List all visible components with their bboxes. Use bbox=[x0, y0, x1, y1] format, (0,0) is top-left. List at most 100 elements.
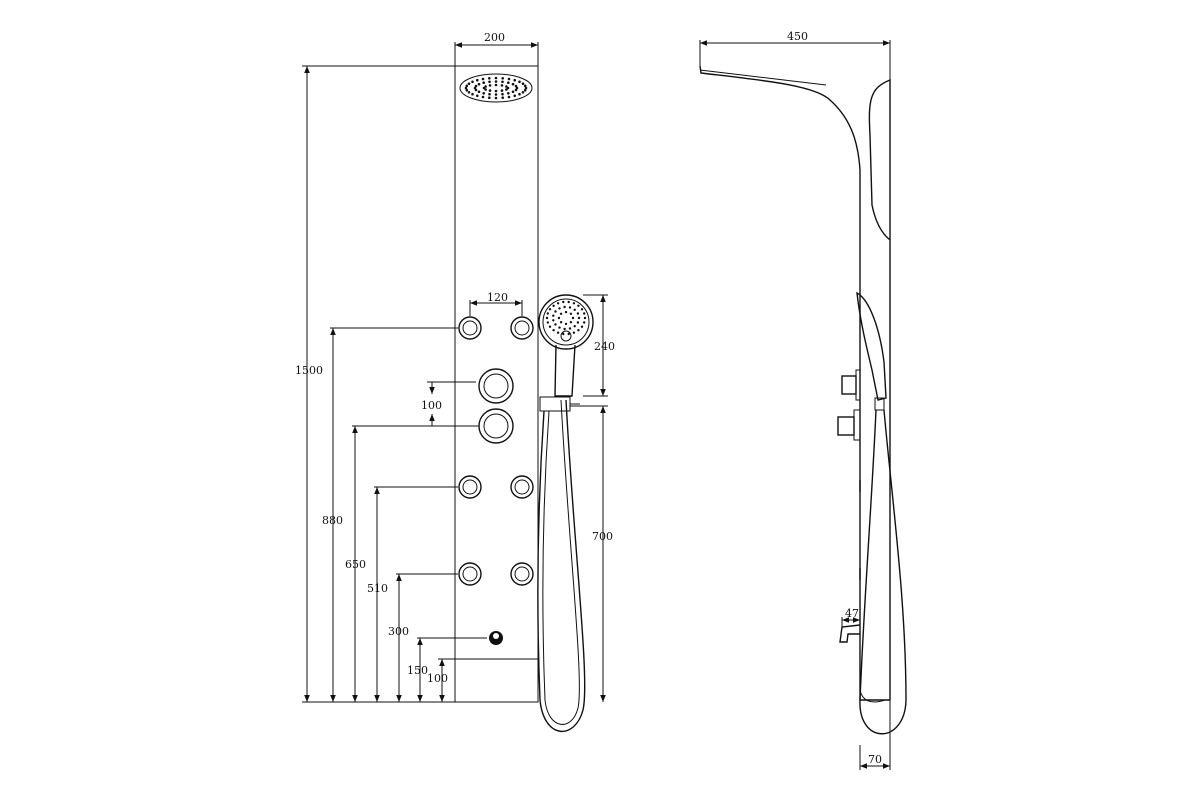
nozzle-dot bbox=[474, 88, 478, 92]
body-jet bbox=[458, 475, 482, 499]
control-knob bbox=[478, 408, 514, 444]
nozzle-dot bbox=[473, 86, 477, 90]
nozzle-dot bbox=[573, 308, 576, 311]
nozzle-dot bbox=[465, 84, 469, 88]
nozzle-dot bbox=[559, 321, 563, 324]
nozzle-dot bbox=[488, 84, 492, 87]
nozzle-dot bbox=[546, 312, 549, 315]
nozzle-dot bbox=[572, 331, 576, 334]
nozzle-dot bbox=[580, 308, 584, 311]
nozzle-dot bbox=[583, 312, 586, 315]
level-300-label: 300 bbox=[388, 625, 409, 638]
nozzle-dot bbox=[494, 80, 498, 83]
body-jet bbox=[510, 475, 534, 499]
level-100-label: 100 bbox=[427, 672, 448, 685]
spout-side bbox=[839, 624, 861, 643]
hand-shower bbox=[538, 294, 594, 412]
nozzle-dot bbox=[554, 323, 557, 326]
nozzle-dot bbox=[511, 82, 515, 86]
nozzle-dot bbox=[471, 92, 474, 96]
nozzle-dot bbox=[501, 80, 504, 84]
nozzle-dot bbox=[507, 77, 511, 81]
nozzle-dot bbox=[556, 331, 560, 334]
nozzle-dot bbox=[488, 96, 491, 99]
side-view: 450 47 70 bbox=[699, 30, 907, 770]
nozzle-dot bbox=[576, 321, 580, 324]
nozzle-dot bbox=[507, 81, 510, 84]
nozzle-dot bbox=[511, 90, 515, 94]
nozzle-dot bbox=[482, 81, 486, 84]
nozzle-dot bbox=[488, 89, 492, 92]
nozzle-dot bbox=[481, 77, 485, 81]
level-880-label: 880 bbox=[322, 514, 343, 527]
nozzle-dot bbox=[494, 96, 498, 100]
nozzle-dot bbox=[562, 332, 565, 336]
nozzle-dot bbox=[568, 306, 572, 309]
base-depth-label: 70 bbox=[868, 753, 882, 766]
level-150-label: 150 bbox=[407, 664, 428, 677]
nozzle-dot bbox=[523, 84, 527, 88]
nozzle-dot bbox=[507, 95, 511, 99]
nozzle-dot bbox=[477, 82, 481, 86]
nozzle-dot bbox=[481, 95, 485, 99]
spout-outlet bbox=[489, 631, 503, 645]
height-dimension-label: 1500 bbox=[295, 364, 323, 377]
nozzle-dot bbox=[488, 77, 491, 80]
nozzle-dot bbox=[467, 91, 471, 94]
panel-body bbox=[454, 65, 539, 703]
nozzle-dot bbox=[488, 92, 491, 96]
nozzle-dot bbox=[567, 332, 570, 336]
nozzle-dot bbox=[563, 305, 566, 309]
nozzle-dot bbox=[569, 312, 573, 315]
nozzle-dot bbox=[476, 94, 479, 98]
nozzle-dot bbox=[494, 93, 498, 96]
body-jet bbox=[510, 562, 534, 586]
nozzle-dot bbox=[562, 300, 565, 304]
nozzle-dot bbox=[558, 307, 561, 310]
nozzle-dot bbox=[507, 92, 510, 95]
nozzle-dot bbox=[505, 88, 508, 91]
nozzle-dot bbox=[577, 304, 580, 307]
spout-dimension-label: 47 bbox=[845, 607, 859, 620]
body-jet bbox=[510, 316, 534, 340]
nozzle-dot bbox=[548, 325, 552, 328]
nozzle-dot bbox=[554, 310, 557, 313]
hand-shower-side bbox=[856, 291, 907, 735]
width-dimension-label: 200 bbox=[484, 31, 505, 44]
nozzle-dot bbox=[563, 327, 566, 331]
nozzle-dot bbox=[474, 84, 478, 88]
depth-dimension-label: 450 bbox=[787, 30, 808, 43]
nozzle-dot bbox=[500, 89, 504, 92]
nozzle-dot bbox=[494, 89, 498, 93]
nozzle-dot bbox=[552, 319, 555, 322]
nozzle-dot bbox=[556, 302, 560, 305]
handshower-dimension-label: 240 bbox=[594, 340, 615, 353]
nozzle-dot bbox=[513, 78, 516, 82]
nozzle-dot bbox=[552, 314, 555, 317]
nozzle-dot bbox=[501, 92, 504, 96]
rain-shower-head bbox=[459, 73, 533, 103]
nozzle-dot bbox=[471, 80, 474, 84]
nozzle-dot bbox=[518, 92, 521, 96]
nozzle-dot bbox=[569, 321, 573, 324]
nozzle-dot bbox=[546, 321, 549, 324]
nozzle-dot bbox=[557, 316, 561, 320]
nozzle-dot bbox=[576, 312, 580, 315]
nozzle-dot bbox=[559, 312, 563, 315]
nozzle-dot bbox=[573, 325, 576, 328]
nozzle-dot bbox=[552, 329, 555, 332]
nozzle-dot bbox=[521, 82, 525, 85]
nozzle-dot bbox=[558, 326, 561, 329]
nozzle-dot bbox=[501, 96, 505, 99]
level-650-label: 650 bbox=[345, 558, 366, 571]
nozzle-dot bbox=[464, 86, 468, 90]
nozzle-dot bbox=[477, 90, 481, 94]
nozzle-dot bbox=[577, 329, 580, 332]
nozzle-dot bbox=[564, 310, 568, 314]
nozzle-dot bbox=[577, 316, 581, 320]
nozzle-dot bbox=[500, 84, 504, 87]
nozzle-dot bbox=[518, 80, 521, 84]
control-knob-side bbox=[841, 369, 861, 401]
holder-height-label: 700 bbox=[592, 530, 613, 543]
level-510-label: 510 bbox=[367, 582, 388, 595]
